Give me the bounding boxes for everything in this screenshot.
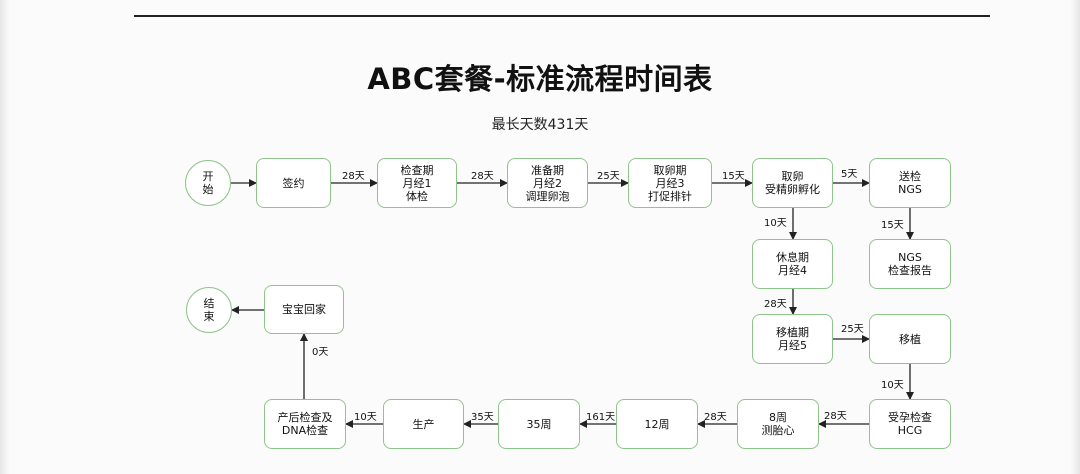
edge-label-week12-week35: 161天 <box>586 412 616 423</box>
node-birth: 生产 <box>383 399 464 449</box>
edge-label-hcg-week8: 28天 <box>824 411 847 422</box>
edge-label-retrieve-period-retrieve: 15天 <box>722 171 745 182</box>
page-subtitle: 最长天数431天 <box>491 117 589 133</box>
node-check: 检查期 月经1 体检 <box>377 158 457 208</box>
edge-label-dna-home: 0天 <box>312 347 329 358</box>
node-hcg: 受孕检查 HCG <box>869 399 951 449</box>
node-end: 结 束 <box>186 287 232 333</box>
node-retrieve-period: 取卵期 月经3 打促排针 <box>628 158 712 208</box>
page-left-shadow <box>0 0 10 474</box>
edge-label-week8-week12: 28天 <box>704 412 727 423</box>
node-retrieve: 取卵 受精卵孵化 <box>752 158 833 208</box>
node-dna: 产后检查及 DNA检查 <box>264 399 346 449</box>
node-start: 开 始 <box>185 160 231 206</box>
node-send: 送检 NGS <box>869 158 951 208</box>
node-transfer: 移植 <box>869 314 951 364</box>
node-ngs-report: NGS 检查报告 <box>869 239 951 289</box>
node-rest: 休息期 月经4 <box>752 239 833 289</box>
page-right-shadow <box>1070 0 1080 474</box>
edge-label-transfer-period-transfer: 25天 <box>841 324 864 335</box>
node-transfer-period: 移植期 月经5 <box>752 314 833 364</box>
node-week12: 12周 <box>616 399 698 449</box>
page-title: ABC套餐-标准流程时间表 <box>367 62 713 96</box>
edge-label-check-prepare: 28天 <box>471 171 494 182</box>
edge-label-send-ngs-report: 15天 <box>881 220 904 231</box>
node-home: 宝宝回家 <box>264 285 344 334</box>
edge-label-prepare-retrieve-period: 25天 <box>597 171 620 182</box>
header-rule <box>134 15 990 17</box>
edge-label-birth-dna: 10天 <box>354 412 377 423</box>
node-sign: 签约 <box>256 158 331 208</box>
node-week8: 8周 测胎心 <box>737 399 819 449</box>
edge-label-retrieve-rest: 10天 <box>764 218 787 229</box>
edge-label-transfer-hcg: 10天 <box>881 380 904 391</box>
edge-label-retrieve-send: 5天 <box>841 169 858 180</box>
edge-label-sign-check: 28天 <box>342 171 365 182</box>
node-week35: 35周 <box>498 399 580 449</box>
edge-label-rest-transfer-period: 28天 <box>764 299 787 310</box>
node-prepare: 准备期 月经2 调理卵泡 <box>507 158 588 208</box>
edge-label-week35-birth: 35天 <box>471 412 494 423</box>
